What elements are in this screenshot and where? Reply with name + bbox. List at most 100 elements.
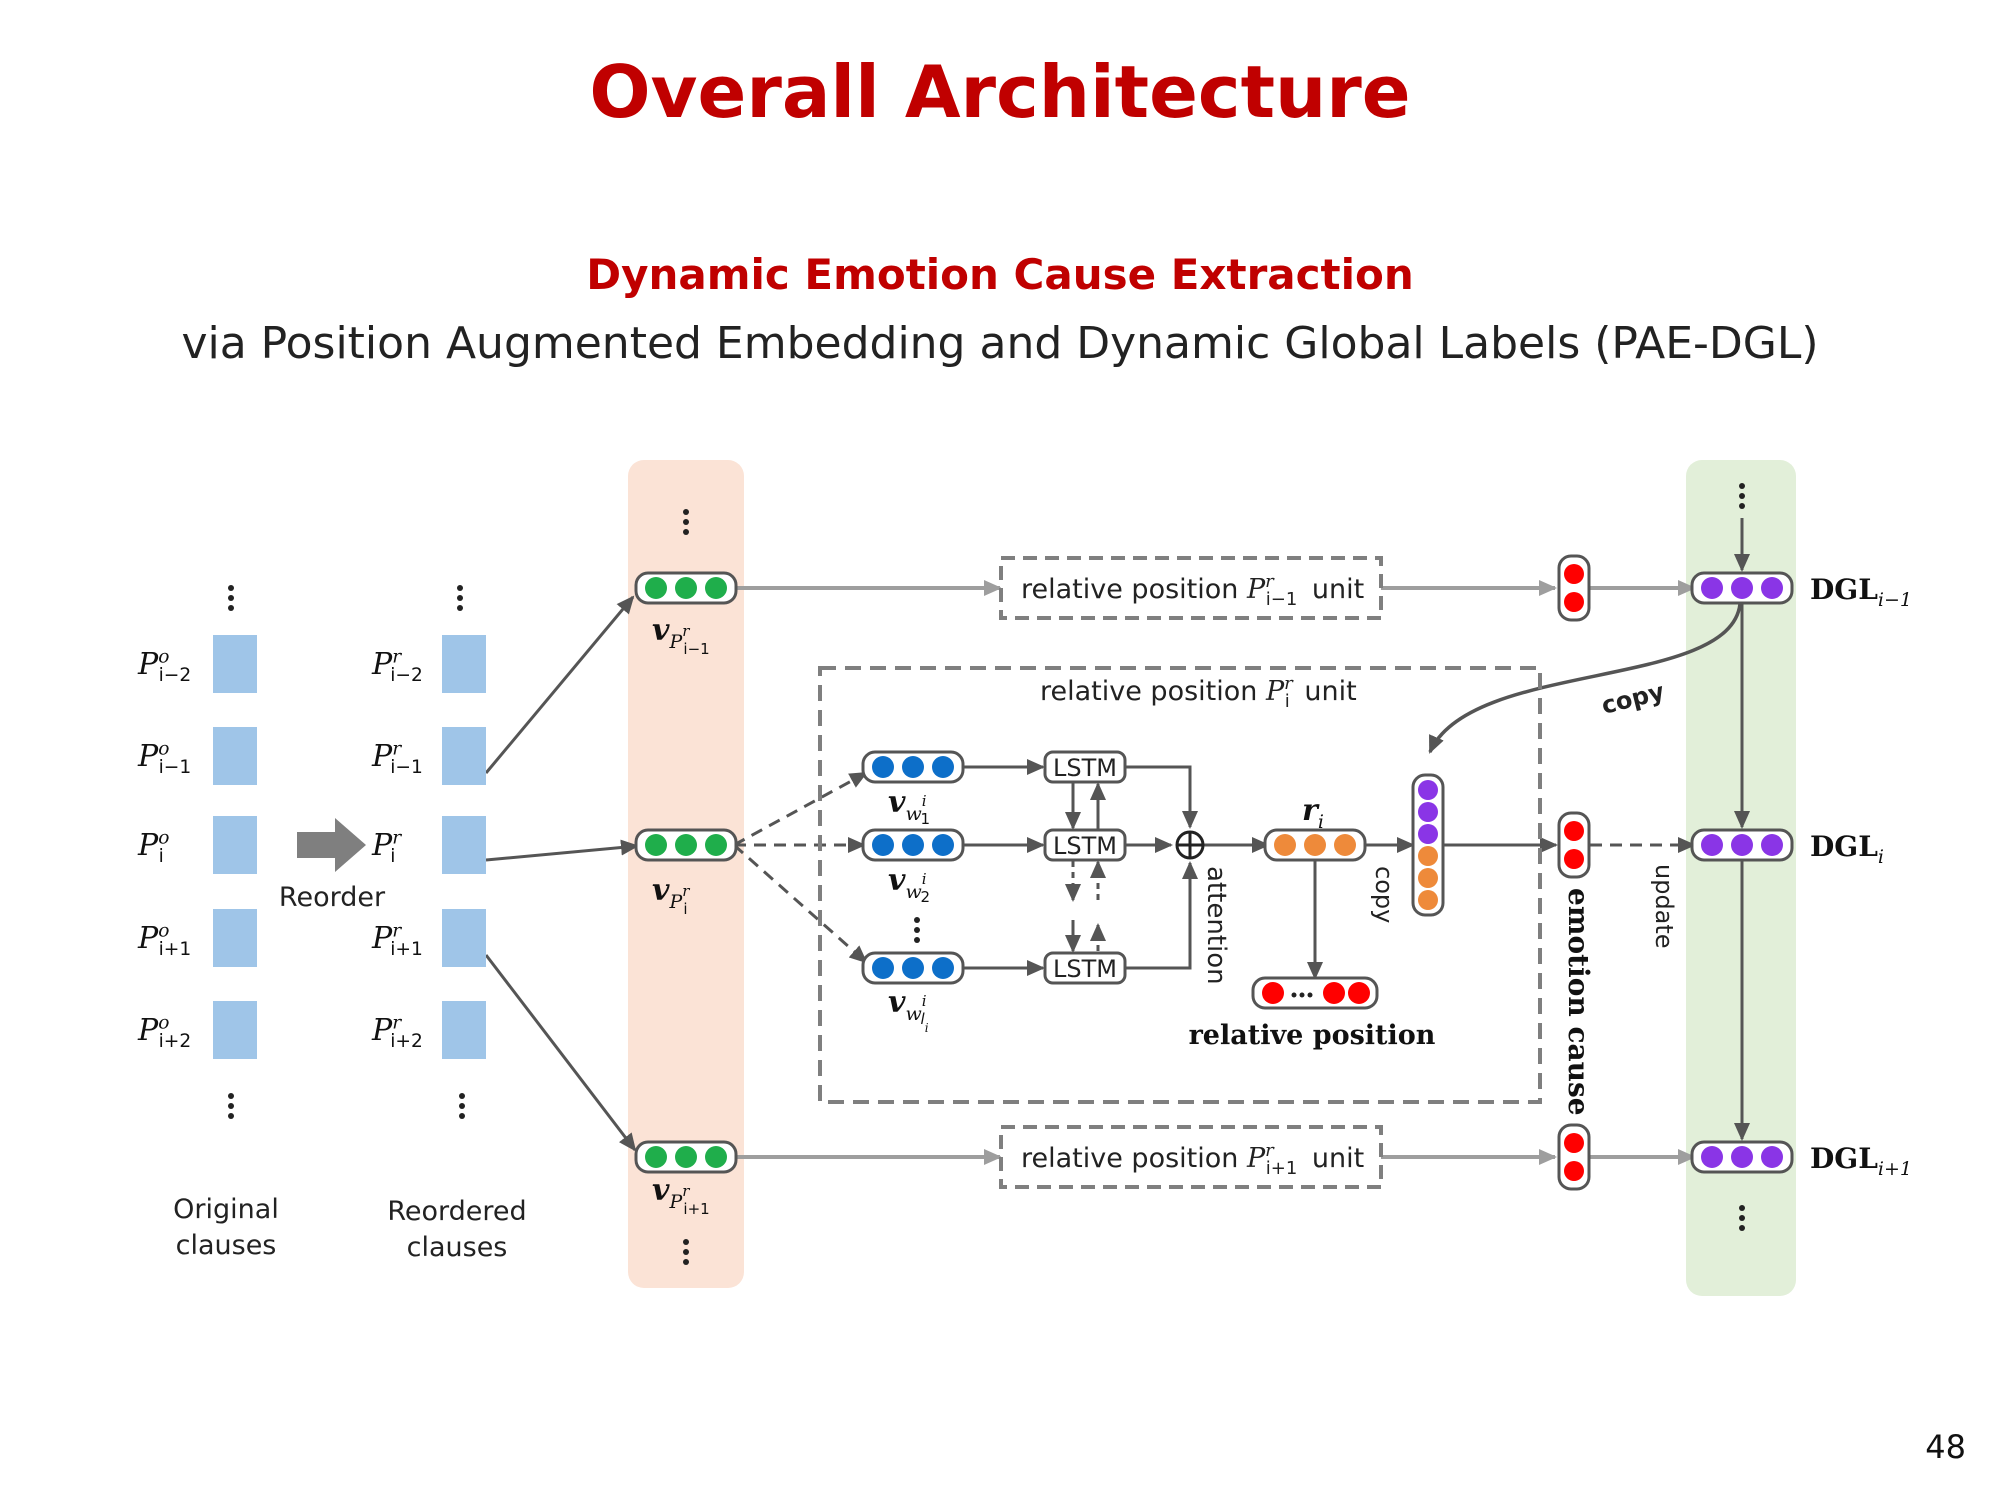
vector-dot bbox=[645, 577, 667, 599]
ellipsis-dot bbox=[1739, 493, 1745, 499]
vector-dot bbox=[1701, 577, 1723, 599]
original-clause-box bbox=[213, 727, 257, 785]
emotion-cause-label: emotion cause bbox=[1562, 888, 1595, 1116]
vector-dot bbox=[872, 957, 894, 979]
lstm-cell bbox=[1043, 828, 1127, 862]
original-caption-line1: Original bbox=[173, 1194, 279, 1225]
reordered-clause-box bbox=[442, 909, 486, 967]
vector-dot bbox=[1418, 890, 1438, 910]
update-label: update bbox=[1650, 864, 1678, 949]
arrow-to-prev-embedding bbox=[484, 595, 635, 774]
vector-dot bbox=[1334, 834, 1356, 856]
attention-label: attention bbox=[1201, 866, 1231, 985]
reordered-clause-box bbox=[442, 816, 486, 874]
reorder-label: Reorder bbox=[279, 882, 386, 913]
relative-position-vector bbox=[1251, 976, 1379, 1010]
vector-dot bbox=[675, 834, 697, 856]
relative-position-unit-next bbox=[999, 1125, 1383, 1189]
lstm-label: LSTM bbox=[1053, 754, 1117, 782]
lstml-to-attention bbox=[1125, 861, 1198, 970]
original-caption-line2: clauses bbox=[176, 1230, 277, 1261]
lstm-cell bbox=[1043, 750, 1127, 784]
vector-dot bbox=[1418, 802, 1438, 822]
concatenated-vector bbox=[1411, 773, 1445, 917]
clause-embedding-capsule bbox=[634, 1140, 738, 1174]
reorder-arrow bbox=[297, 818, 366, 872]
vector-dot bbox=[1418, 824, 1438, 844]
ellipsis-dot bbox=[457, 585, 463, 591]
ellipsis-dot bbox=[683, 529, 689, 535]
reordered-clause-box bbox=[442, 1001, 486, 1059]
vector-dot bbox=[1564, 1133, 1584, 1153]
reordered-caption-line1: Reordered bbox=[387, 1196, 526, 1227]
embed-bottom-ellipsis bbox=[683, 1239, 689, 1265]
vector-dot bbox=[1731, 577, 1753, 599]
emotion-cause-output-prev bbox=[1557, 554, 1591, 622]
vector-dot bbox=[1564, 592, 1584, 612]
dynamic-global-label-capsule bbox=[1690, 1140, 1794, 1174]
ellipsis-dot bbox=[228, 585, 234, 591]
ellipsis-dot bbox=[228, 605, 234, 611]
dgl-label: DGLi−1 bbox=[1810, 573, 1912, 611]
ellipsis-dot bbox=[457, 605, 463, 611]
ri-label: ri bbox=[1302, 793, 1324, 833]
lstm-label: LSTM bbox=[1053, 955, 1117, 983]
vector-dot bbox=[1761, 834, 1783, 856]
vector-dot bbox=[1348, 982, 1370, 1004]
clause-embedding-capsule bbox=[634, 828, 738, 862]
reordered-top-ellipsis bbox=[457, 585, 463, 611]
vector-dot bbox=[1323, 982, 1345, 1004]
emotion-cause-output-next bbox=[1557, 1123, 1591, 1191]
vector-dot bbox=[1262, 982, 1284, 1004]
dynamic-global-label-capsule bbox=[1690, 571, 1794, 605]
clause-representation-capsule bbox=[1263, 828, 1367, 862]
lstm-label: LSTM bbox=[1053, 832, 1117, 860]
vector-dot bbox=[1564, 1161, 1584, 1181]
vector-dot bbox=[1418, 868, 1438, 888]
reordered-clause-box bbox=[442, 727, 486, 785]
vector-dot bbox=[1304, 834, 1326, 856]
slide-subtitle: Dynamic Emotion Cause Extraction bbox=[586, 250, 1414, 299]
vector-dot bbox=[872, 756, 894, 778]
ellipsis-dot bbox=[459, 1113, 465, 1119]
arrow-to-current-embedding bbox=[485, 839, 639, 862]
ellipsis-dot bbox=[459, 1103, 465, 1109]
ellipsis-dot bbox=[914, 937, 920, 943]
vector-dot bbox=[1564, 849, 1584, 869]
vector-dot bbox=[902, 957, 924, 979]
ellipsis-dot bbox=[914, 927, 920, 933]
original-clause-box bbox=[213, 816, 257, 874]
original-clause-box bbox=[213, 1001, 257, 1059]
vector-dot bbox=[902, 834, 924, 856]
ellipsis-dot bbox=[457, 595, 463, 601]
lstm-cell bbox=[1043, 951, 1127, 985]
vector-dot bbox=[705, 834, 727, 856]
vector-dot bbox=[705, 577, 727, 599]
page-number: 48 bbox=[1925, 1428, 1966, 1466]
dgl-label: DGLi bbox=[1810, 830, 1884, 868]
vector-dot bbox=[645, 834, 667, 856]
vector-dot bbox=[1274, 834, 1296, 856]
dashed-arrow-word1 bbox=[733, 771, 868, 847]
vector-dot bbox=[675, 1146, 697, 1168]
ellipsis-dot bbox=[683, 1239, 689, 1245]
dgl-bottom-ellipsis bbox=[1739, 1205, 1745, 1231]
vector-dot bbox=[1761, 577, 1783, 599]
ellipsis-dot bbox=[1739, 1215, 1745, 1221]
ellipsis-dot bbox=[914, 917, 920, 923]
emotion-cause-output-current bbox=[1557, 811, 1591, 879]
capsule-frame bbox=[1251, 976, 1379, 1010]
vector-dot bbox=[1761, 1146, 1783, 1168]
